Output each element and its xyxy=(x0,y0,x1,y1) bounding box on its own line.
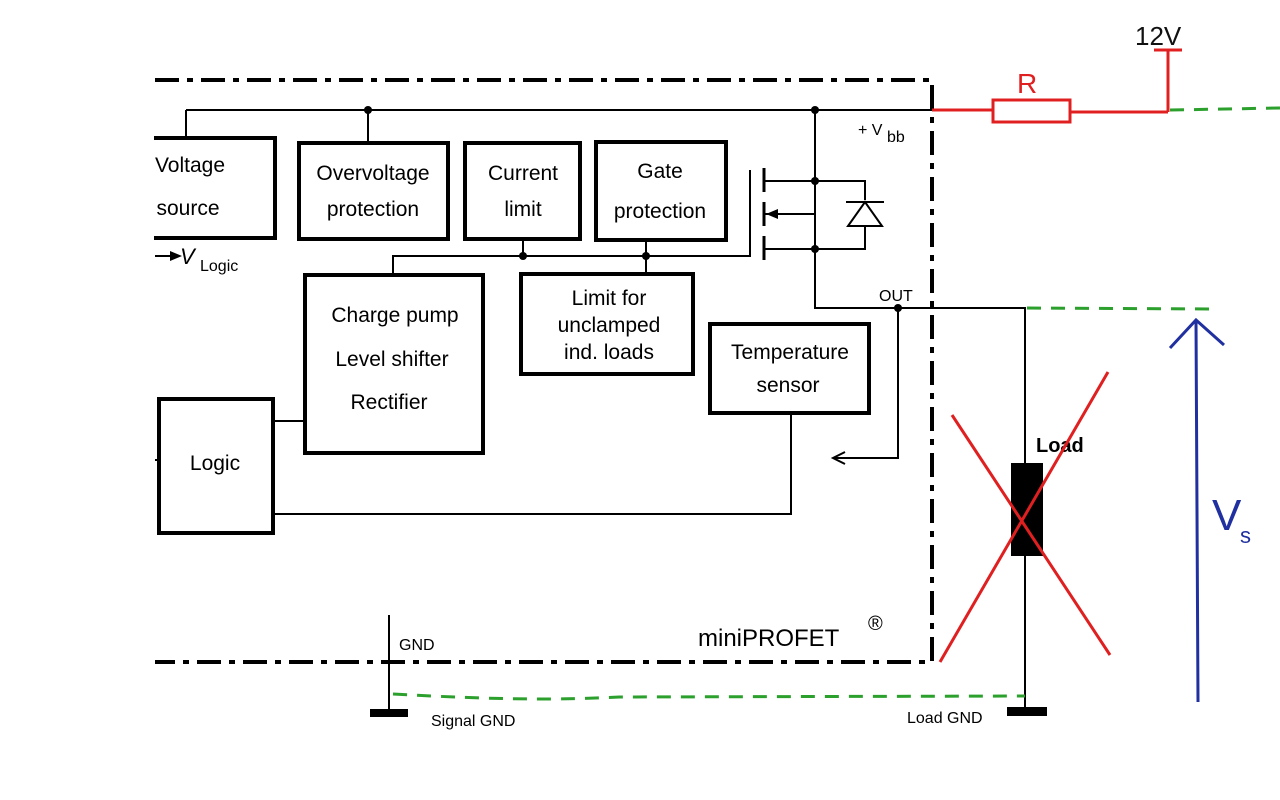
chip-boundary xyxy=(155,78,934,664)
svg-text:protection: protection xyxy=(614,200,706,223)
svg-text:Charge pump: Charge pump xyxy=(331,304,458,327)
signal-gnd-symbol xyxy=(370,709,408,717)
junction-dot xyxy=(519,252,527,260)
gnd-label: GND xyxy=(399,637,435,654)
signal-gnd-label: Signal GND xyxy=(431,713,515,730)
resistor-label: R xyxy=(1017,68,1037,99)
current-limit-block: Current limit xyxy=(463,141,582,241)
svg-text:Voltage: Voltage xyxy=(155,154,225,177)
arrow-head-icon xyxy=(170,251,182,261)
junction-dot xyxy=(894,304,902,312)
supply-label: 12V xyxy=(1135,21,1182,51)
out-label: OUT xyxy=(879,288,913,305)
vs-label: V xyxy=(1212,491,1242,540)
vs-subscript: s xyxy=(1240,523,1251,548)
vlogic-subscript: Logic xyxy=(200,258,238,275)
svg-text:Level shifter: Level shifter xyxy=(335,348,448,371)
junction-dot xyxy=(364,106,372,114)
red-annotations xyxy=(932,48,1182,663)
svg-text:Current: Current xyxy=(488,162,558,185)
internal-wiring xyxy=(155,308,899,515)
temperature-sensor-block: Temperature sensor xyxy=(708,322,871,415)
voltage-source-block: Voltage source xyxy=(138,136,277,240)
load-gnd-symbol xyxy=(1007,707,1047,716)
svg-text:limit: limit xyxy=(504,198,541,221)
charge-pump-block: Charge pump Level shifter Rectifier xyxy=(303,273,485,455)
svg-text:ind. loads: ind. loads xyxy=(564,341,654,364)
svg-text:sensor: sensor xyxy=(756,374,819,397)
vlogic-label: V xyxy=(180,244,197,269)
svg-text:source: source xyxy=(156,197,219,220)
svg-text:protection: protection xyxy=(327,198,419,221)
logic-block: Logic xyxy=(157,397,275,535)
load-label: Load xyxy=(1036,435,1084,457)
unclamped-loads-block: Limit for unclamped ind. loads xyxy=(519,272,695,376)
mosfet-symbol xyxy=(762,168,932,309)
vbb-subscript: bb xyxy=(887,129,905,146)
registered-mark: ® xyxy=(868,613,883,635)
svg-text:Rectifier: Rectifier xyxy=(350,391,427,414)
vs-arrow xyxy=(1168,317,1225,703)
svg-text:Overvoltage: Overvoltage xyxy=(316,162,429,185)
junction-dot xyxy=(642,252,650,260)
overvoltage-block: Overvoltage protection xyxy=(297,141,450,241)
svg-text:Logic: Logic xyxy=(190,452,240,475)
out-wire xyxy=(932,307,1026,712)
junction-dot xyxy=(811,106,819,114)
chip-name: miniPROFET xyxy=(698,625,840,652)
svg-text:Limit for: Limit for xyxy=(572,287,647,310)
gate-protection-block: Gate protection xyxy=(594,140,728,242)
svg-text:Gate: Gate xyxy=(637,160,683,183)
vbb-label: + V xyxy=(858,122,883,139)
green-annotations xyxy=(392,106,1280,701)
svg-text:unclamped: unclamped xyxy=(558,314,661,337)
vbb-rail xyxy=(185,109,932,182)
svg-text:Temperature: Temperature xyxy=(731,341,849,364)
load-gnd-label: Load GND xyxy=(907,710,983,727)
arrow-head-icon xyxy=(830,451,846,465)
